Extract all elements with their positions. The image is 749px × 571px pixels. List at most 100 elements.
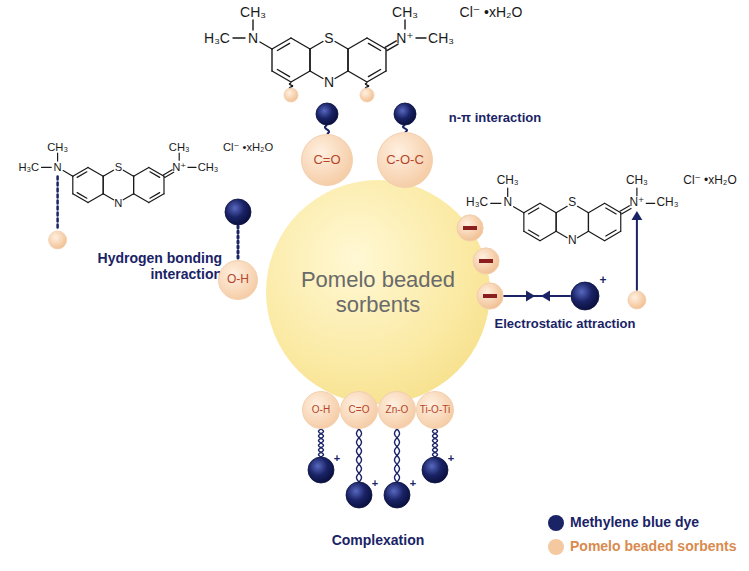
bond-line: [134, 194, 149, 203]
charge-sign: +: [334, 452, 340, 465]
attraction-line: [504, 295, 570, 297]
legend-text: Pomelo beaded sorbents: [570, 538, 736, 554]
atom-label: N: [324, 74, 334, 90]
bond-line: [103, 176, 104, 194]
atom-label: S: [568, 196, 576, 210]
complex-bond: [395, 429, 400, 482]
atom-label: CH₃: [428, 30, 454, 46]
dye-ball: [384, 482, 410, 508]
bond-line: [150, 193, 160, 199]
functional-group: Ti-O-Ti: [416, 391, 454, 429]
hydrogen-bond-dash: [237, 226, 240, 259]
bond-line: [88, 194, 103, 203]
negative-site: [457, 215, 483, 241]
bond-line: [646, 203, 655, 204]
atom-label: N: [114, 196, 122, 209]
bond-line: [620, 206, 630, 212]
bond-line: [528, 230, 538, 236]
group-label: Ti-O-Ti: [420, 404, 450, 416]
functional-group: C=O: [301, 134, 353, 186]
arrow-head: [632, 211, 643, 220]
sorbent-ball: [360, 88, 374, 102]
hydrogen-bond-dash: [56, 176, 59, 230]
bond-line: [77, 172, 87, 178]
bond-line: [310, 42, 323, 49]
bond-line: [347, 49, 348, 71]
bond-line: [507, 188, 508, 197]
bond-line: [588, 203, 604, 212]
bond-line: [335, 71, 348, 78]
minus-sign: [463, 226, 477, 230]
atom-label: H₃C: [204, 30, 230, 46]
group-label: C=O: [313, 153, 340, 168]
bond-line: [385, 49, 386, 71]
interaction-label: Electrostatic attraction: [495, 317, 636, 332]
bond-line: [348, 38, 367, 49]
atom-label: CH₃: [169, 140, 190, 153]
bead-label: Pomelo beaded sorbents: [293, 267, 463, 318]
bond-line: [620, 213, 621, 232]
bond-line: [404, 20, 405, 29]
bond-line: [291, 71, 310, 82]
bond-line: [103, 170, 113, 176]
attraction-arrow: [636, 220, 638, 290]
bond-line: [134, 167, 149, 176]
bond-line: [150, 172, 160, 178]
functional-group: O-H: [302, 391, 340, 429]
bond-line: [63, 171, 73, 177]
atom-label: CH₃: [47, 140, 68, 153]
bond-line: [291, 38, 310, 49]
atom-label: S: [324, 30, 333, 46]
bond-line: [163, 176, 164, 194]
wavy-link: [325, 125, 329, 134]
bond-line: [577, 206, 588, 212]
complex-bond: [433, 429, 438, 457]
minus-sign: [479, 259, 493, 263]
dye-ball: [308, 457, 334, 483]
charge-sign: +: [599, 274, 606, 288]
bond-line: [57, 153, 58, 161]
sorbent-ball: [284, 88, 298, 102]
complex-bond: [319, 429, 324, 457]
atom-label: N⁺: [629, 196, 644, 210]
group-label: Zn-O: [386, 404, 409, 416]
bond-line: [123, 170, 133, 176]
wavy-link: [403, 125, 407, 132]
group-label: C=O: [349, 404, 370, 416]
atom-label: S: [115, 161, 122, 174]
functional-group: C=O: [340, 391, 378, 429]
dye-ball: [346, 482, 372, 508]
bond-line: [42, 167, 52, 168]
bond-line: [556, 213, 557, 232]
bond-line: [347, 49, 348, 71]
group-label: O-H: [227, 273, 249, 287]
counter-ion: Cl⁻ •xH₂O: [223, 140, 273, 153]
interaction-label: Hydrogen bonding interaction: [92, 250, 222, 282]
bond-line: [348, 71, 367, 82]
bond-line: [72, 176, 73, 194]
dye-ball: [571, 282, 599, 310]
bond-line: [233, 37, 245, 38]
atom-label: CH₃: [656, 196, 678, 210]
bond-line: [528, 208, 538, 214]
dye-ball: [316, 103, 338, 125]
negative-site: [473, 248, 499, 274]
bond-line: [514, 207, 524, 213]
atom-label: N: [248, 30, 258, 46]
atom-label: CH₃: [198, 161, 219, 174]
atom-label: CH₃: [626, 174, 648, 188]
dye-ball: [422, 457, 448, 483]
sorbent-ball: [49, 231, 67, 249]
bond-line: [556, 206, 567, 212]
bond-line: [252, 20, 253, 30]
bond-line: [540, 231, 556, 240]
bond-line: [309, 49, 310, 71]
bond-line: [588, 213, 589, 232]
atom-label: N⁺: [396, 30, 414, 46]
bond-line: [335, 42, 348, 49]
charge-sign: +: [448, 452, 454, 465]
sorbent-bead: Pomelo beaded sorbents: [266, 180, 490, 404]
arrow-head: [526, 291, 535, 302]
minus-sign: [483, 294, 497, 298]
arrow-head: [541, 291, 550, 302]
